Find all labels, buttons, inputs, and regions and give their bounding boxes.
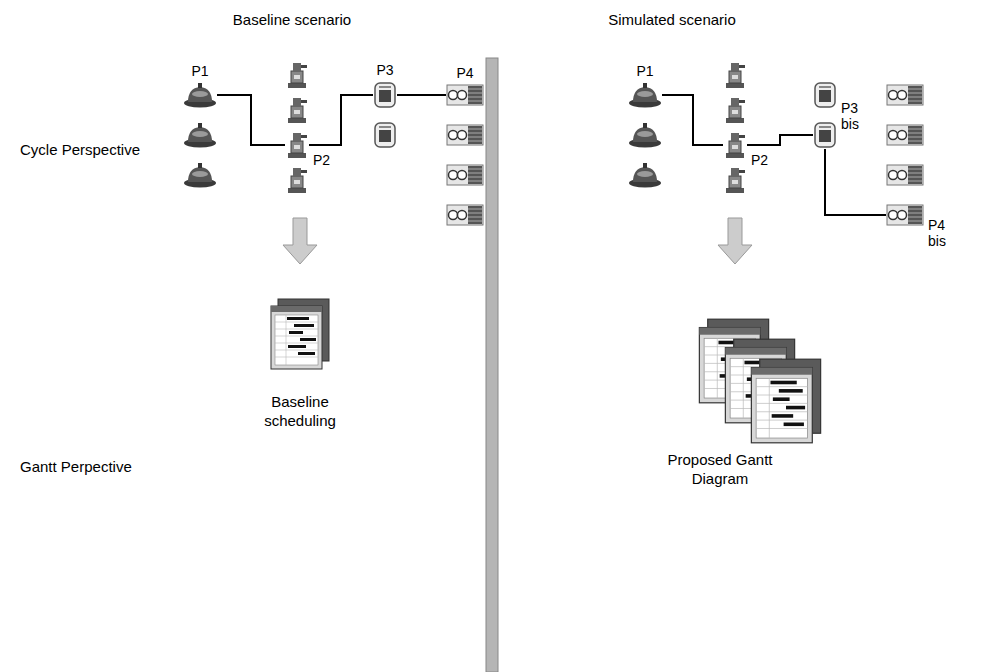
gantt-icon	[751, 359, 820, 443]
robot-icon	[288, 98, 307, 123]
station-icon	[447, 165, 483, 185]
flow-line	[397, 94, 446, 96]
container-icon	[815, 83, 835, 107]
flow-line	[309, 95, 373, 145]
row-label: Gantt Perpective	[20, 457, 132, 476]
station-label: P3 bis	[841, 100, 859, 132]
machine-icon	[184, 83, 216, 108]
station-icon	[447, 205, 483, 225]
robot-icon	[726, 98, 745, 123]
machine-icon	[629, 83, 661, 108]
robot-icon	[726, 133, 745, 158]
station-label: P2	[751, 152, 768, 168]
station-label: P4	[456, 65, 473, 81]
robot-icon	[288, 63, 307, 88]
gantt-caption: Proposed Gantt Diagram	[660, 450, 780, 488]
machine-node: P4	[446, 84, 484, 106]
gantt-caption: Baseline scheduling	[250, 392, 350, 430]
machine-node: P3	[373, 81, 397, 109]
block-arrow	[718, 218, 752, 264]
station-label: P1	[191, 63, 208, 79]
machine-node: P3 bis	[813, 121, 837, 149]
machine-node: P2	[723, 131, 747, 159]
station-label: P3	[376, 62, 393, 78]
flow-line	[825, 149, 886, 215]
machine-icon	[629, 123, 661, 148]
gantt-icon	[271, 299, 329, 369]
flow-line	[217, 95, 285, 145]
row-label: Cycle Perspective	[20, 140, 140, 159]
flow-line	[747, 135, 813, 145]
container-icon	[375, 83, 395, 107]
station-label: P4 bis	[928, 217, 946, 249]
machine-node: P4 bis	[886, 204, 924, 226]
flow-line	[662, 95, 723, 145]
robot-icon	[288, 133, 307, 158]
machine-node: P1	[628, 82, 662, 108]
station-icon	[887, 85, 923, 105]
station-label: P1	[636, 63, 653, 79]
station-icon	[887, 205, 923, 225]
container-icon	[375, 123, 395, 147]
container-icon	[815, 123, 835, 147]
station-icon	[447, 125, 483, 145]
station-icon	[447, 85, 483, 105]
machine-icon	[629, 163, 661, 188]
robot-icon	[726, 168, 745, 193]
machine-node: P2	[285, 131, 309, 159]
station-label: P2	[313, 152, 330, 168]
machine-node: P1	[183, 82, 217, 108]
machine-icon	[184, 123, 216, 148]
station-icon	[887, 165, 923, 185]
robot-icon	[288, 168, 307, 193]
robot-icon	[726, 63, 745, 88]
block-arrow	[283, 218, 317, 264]
scenario-heading: Baseline scenario	[233, 10, 351, 29]
divider-bar	[486, 58, 498, 672]
scenario-heading: Simulated scenario	[608, 10, 736, 29]
station-icon	[887, 125, 923, 145]
machine-icon	[184, 163, 216, 188]
